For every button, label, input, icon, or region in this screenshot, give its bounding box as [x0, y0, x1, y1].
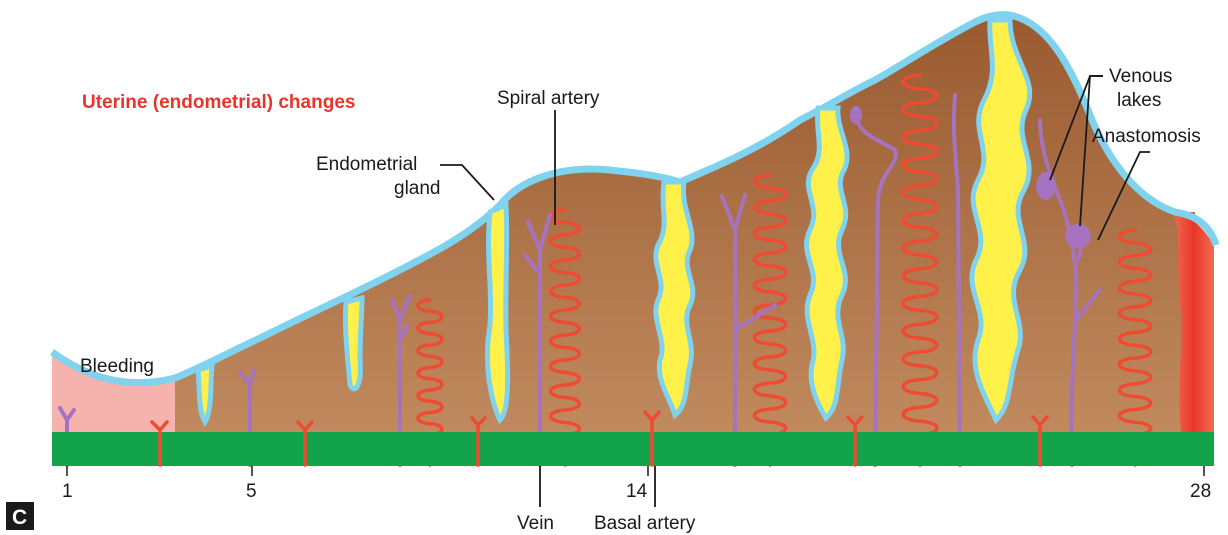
label-spiral-artery: Spiral artery: [497, 88, 600, 109]
gland-2: [345, 298, 362, 389]
venous-lake-2: [1065, 224, 1091, 248]
label-basal-artery: Basal artery: [594, 513, 696, 534]
label-venous-lakes-1: Venous: [1109, 66, 1172, 87]
panel-letter: C: [12, 506, 27, 529]
label-endometrial-gland-2: gland: [394, 178, 441, 199]
diagram-title: Uterine (endometrial) changes: [82, 92, 355, 113]
day-axis: 1 5 14 28: [62, 466, 1211, 502]
gland-3: [487, 205, 507, 420]
day-label-1: 1: [62, 481, 73, 502]
vein-bulb: [850, 106, 862, 124]
label-endometrial-gland-1: Endometrial: [316, 154, 417, 175]
gland-1: [198, 366, 212, 422]
day-label-14: 14: [626, 481, 648, 502]
label-anastomosis: Anastomosis: [1092, 126, 1201, 147]
venous-lake-1: [1036, 172, 1056, 200]
label-bleeding: Bleeding: [80, 356, 154, 377]
label-venous-lakes-2: lakes: [1117, 90, 1161, 111]
label-vein: Vein: [517, 513, 554, 534]
day-label-5: 5: [246, 481, 257, 502]
day-label-28: 28: [1190, 481, 1211, 502]
